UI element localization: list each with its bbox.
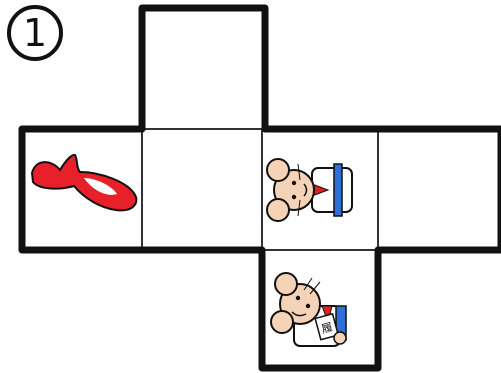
red-drop-icon [32,155,136,210]
mouse-doctor-icon [267,159,352,221]
mouse-doctor-icon-bottom: 履 [271,273,346,346]
